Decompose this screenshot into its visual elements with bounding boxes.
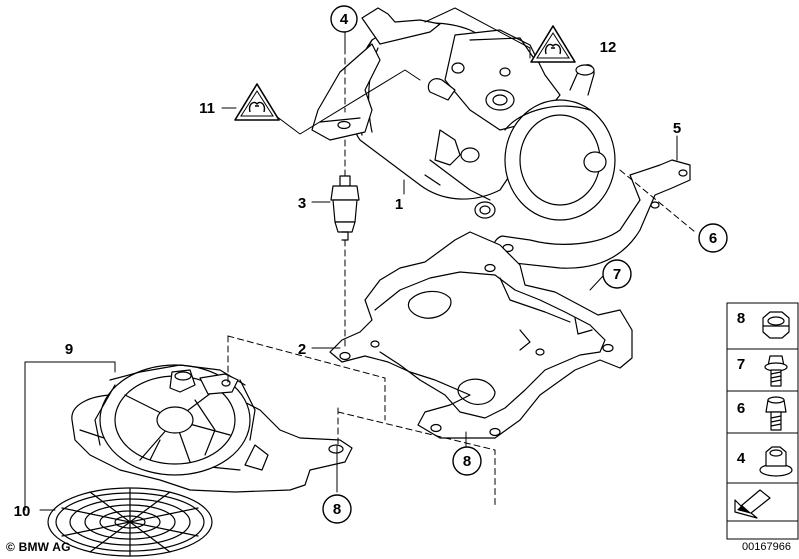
legend-item-flange-bolt[interactable]: 7 (737, 355, 788, 387)
diagram-id: 00167966 (742, 541, 791, 553)
hex-nut-icon (762, 311, 790, 339)
callout-12: 12 (600, 39, 617, 56)
callout-8-bottom: 8 (333, 501, 341, 518)
legend-item-flange-nut[interactable]: 4 (737, 446, 793, 477)
callout-7: 7 (613, 266, 621, 283)
callout-circle-8-right (452, 446, 482, 476)
callout-circle-8-bottom (322, 494, 352, 524)
reference-lines (227, 47, 696, 506)
warning-triangle-icon (530, 25, 576, 63)
carrier-frame-part-7[interactable] (329, 231, 633, 439)
legend-item-hex-nut[interactable]: 8 (737, 310, 790, 339)
callout-10: 10 (14, 503, 31, 520)
callout-6: 6 (709, 230, 717, 247)
callout-5: 5 (673, 120, 681, 137)
callout-3: 3 (298, 195, 306, 212)
callout-circle-6 (698, 223, 728, 253)
callout-9: 9 (65, 341, 73, 358)
warning-triangle-icon (234, 83, 280, 121)
callout-1: 1 (395, 196, 403, 213)
leader-lines (24, 7, 678, 511)
callout-labels: 1 2 3 4 5 6 7 8 8 9 10 11 12 (14, 11, 718, 520)
fan-assembly-part-9[interactable] (71, 364, 353, 493)
fastener-legend: 8 7 6 (726, 302, 799, 540)
legend-number: 6 (737, 400, 745, 417)
direction-arrow-icon (734, 489, 771, 519)
legend-number: 4 (737, 450, 746, 467)
legend-number: 7 (737, 356, 745, 373)
hex-bolt-icon (765, 396, 787, 431)
fan-grille-part-10[interactable] (47, 487, 213, 557)
callout-circle-7 (602, 259, 632, 289)
callout-11: 11 (199, 100, 215, 117)
flange-bolt-icon (764, 355, 788, 387)
flange-nut-icon (759, 446, 793, 477)
copyright-notice: © BMW AG (6, 540, 71, 554)
electric-pump-part-1[interactable] (311, 7, 616, 221)
callout-8-right: 8 (463, 453, 471, 470)
legend-item-hex-bolt[interactable]: 6 (737, 396, 787, 431)
legend-number: 8 (737, 310, 745, 327)
callout-4: 4 (340, 11, 349, 28)
callout-circles (322, 5, 728, 524)
rubber-mount-part-3[interactable] (330, 175, 360, 241)
callout-circle-4 (330, 5, 358, 33)
callout-2: 2 (298, 341, 306, 358)
